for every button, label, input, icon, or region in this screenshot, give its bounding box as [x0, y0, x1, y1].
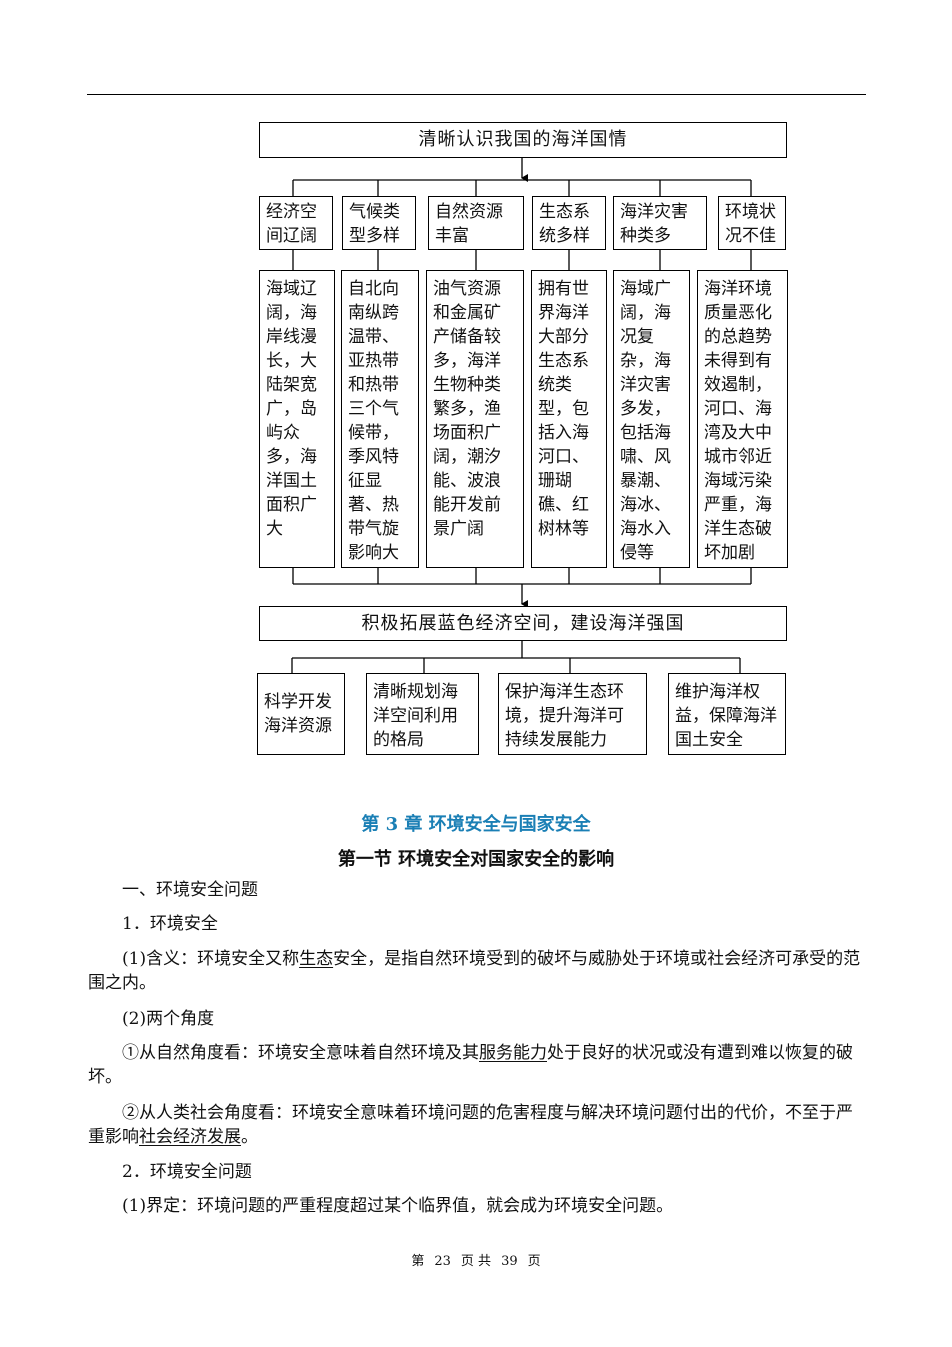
paragraph-problem-definition: (1)界定：环境问题的严重程度超过某个临界值，就会成为环境安全问题。 [122, 1196, 674, 1216]
category-detail-5: 海域广阔，海况复杂，海洋灾害多发，包括海啸、风暴潮、海冰、海水入侵等 [613, 270, 690, 568]
underlined-term-service-capacity: 服务能力 [479, 1043, 547, 1063]
action-box-1: 科学开发海洋资源 [257, 673, 345, 755]
category-detail-2: 自北向南纵跨温带、亚热带和热带三个气候带，季风特征显著、热带气旋影响大 [341, 270, 419, 568]
category-head-5: 海洋灾害种类多 [613, 196, 707, 250]
action-box-3: 保护海洋生态环境，提升海洋可持续发展能力 [498, 673, 647, 755]
category-detail-6: 海洋环境质量恶化的总趋势未得到有效遏制，河口、海湾及大中城市邻近海域污染严重，海… [697, 270, 788, 568]
heading-environment-security: 1．环境安全 [122, 914, 218, 934]
diagram-middle-title: 积极拓展蓝色经济空间，建设海洋强国 [259, 606, 787, 641]
paragraph-natural-angle: ①从自然角度看：环境安全意味着自然环境及其服务能力处于良好的状况或没有遭到难以恢… [88, 1043, 853, 1087]
paragraph-two-angles: (2)两个角度 [122, 1009, 215, 1029]
action-box-4: 维护海洋权益，保障海洋国土安全 [668, 673, 786, 755]
heading-environment-security-issues: 一、环境安全问题 [122, 880, 258, 900]
category-head-2: 气候类型多样 [342, 196, 416, 250]
category-head-1: 经济空间辽阔 [259, 196, 333, 250]
diagram-top-title: 清晰认识我国的海洋国情 [259, 122, 787, 158]
category-detail-3: 油气资源和金属矿产储备较多，海洋生物种类繁多，渔场面积广阔，潮汐能、波浪能开发前… [426, 270, 524, 568]
category-head-6: 环境状况不佳 [718, 196, 786, 250]
heading-environment-security-problem: 2．环境安全问题 [122, 1162, 252, 1182]
category-detail-1: 海域辽阔，海岸线漫长，大陆架宽广，岛屿众多，海洋国土面积广大 [259, 270, 335, 568]
chapter-title: 第 3 章 环境安全与国家安全 [361, 814, 591, 835]
header-rule [87, 94, 866, 95]
category-head-4: 生态系统多样 [532, 196, 606, 250]
total-pages: 39 [501, 1254, 518, 1269]
category-head-3: 自然资源丰富 [428, 196, 524, 250]
underlined-term-ecology: 生态 [299, 949, 334, 969]
section-title: 第一节 环境安全对国家安全的影响 [337, 849, 615, 870]
underlined-term-socioeconomic-development: 社会经济发展 [139, 1127, 241, 1147]
category-detail-4: 拥有世界海洋大部分生态系统类型，包括入海河口、珊瑚礁、红树林等 [531, 270, 607, 568]
action-box-2: 清晰规划海洋空间利用的格局 [366, 673, 479, 755]
current-page: 23 [434, 1254, 451, 1269]
paragraph-definition: (1)含义：环境安全又称生态安全，是指自然环境受到的破坏与威胁处于环境或社会经济… [88, 949, 861, 993]
paragraph-social-angle: ②从人类社会角度看：环境安全意味着环境问题的危害程度与解决环境问题付出的代价，不… [88, 1103, 853, 1147]
